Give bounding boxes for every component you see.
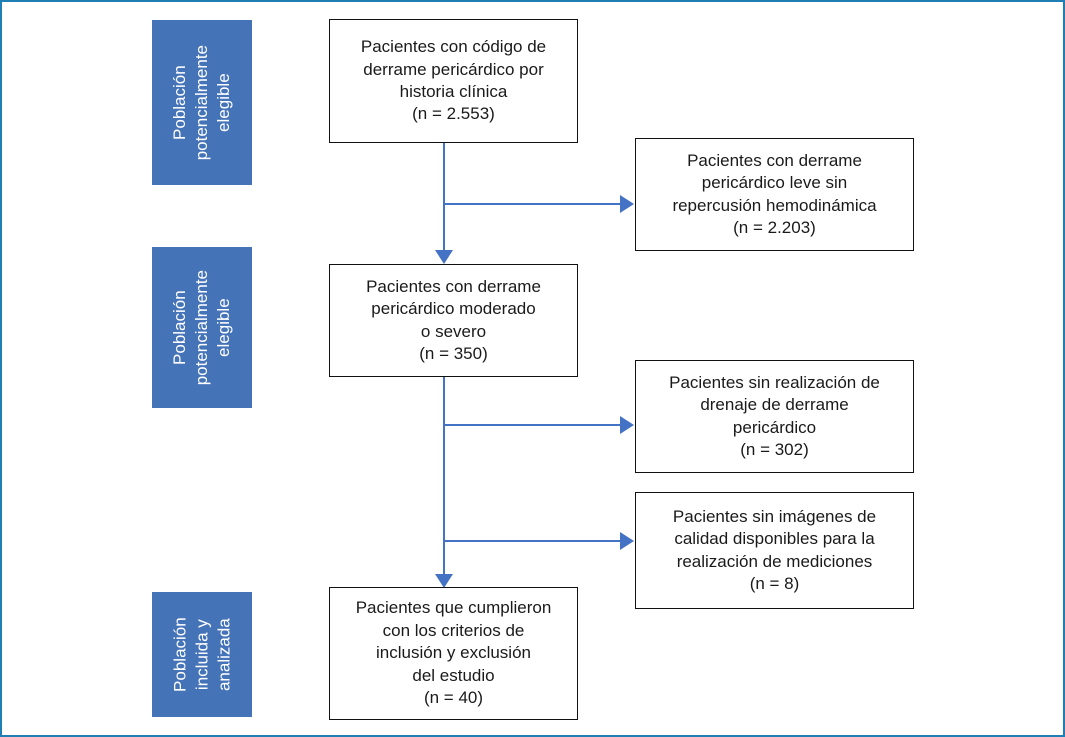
connector-branch-no-drainage bbox=[443, 424, 621, 426]
main-box-count: (n = 2.553) bbox=[412, 104, 495, 124]
stage-label-text: Población potencialmente elegible bbox=[169, 45, 234, 160]
arrow-down-to-included bbox=[435, 574, 453, 588]
exclusion-box-count: (n = 302) bbox=[740, 439, 809, 459]
stage-label-line-1: Población bbox=[170, 65, 190, 140]
main-box-line-3: o severo bbox=[420, 321, 487, 341]
exclusion-box-text: Pacientes sin realización de drenaje de … bbox=[646, 372, 903, 462]
stage-label-line-2: potencialmente bbox=[192, 269, 212, 386]
stage-label-line-3: analizada bbox=[213, 618, 233, 691]
stage-label-text: Población incluida y analizada bbox=[169, 617, 234, 692]
connector-trunk-1 bbox=[443, 142, 445, 250]
exclusion-box-no-drainage: Pacientes sin realización de drenaje de … bbox=[635, 360, 914, 473]
arrow-down-to-moderate-severe bbox=[435, 250, 453, 264]
exclusion-box-line-2: drenaje de derrame bbox=[700, 395, 849, 415]
main-box-text: Pacientes con derrame pericárdico modera… bbox=[340, 276, 567, 366]
connector-trunk-2 bbox=[443, 376, 445, 574]
exclusion-box-mild-effusion: Pacientes con derrame pericárdico leve s… bbox=[635, 138, 914, 251]
main-box-line-2: pericárdico moderado bbox=[371, 299, 536, 319]
stage-label-potentially-eligible-2: Población potencialmente elegible bbox=[152, 247, 252, 408]
stage-label-line-3: elegible bbox=[213, 73, 233, 132]
main-box-line-4: del estudio bbox=[412, 665, 495, 685]
arrow-right-to-mild-exclusion bbox=[620, 195, 634, 213]
main-box-included: Pacientes que cumplieron con los criteri… bbox=[329, 587, 578, 720]
exclusion-box-line-1: Pacientes con derrame bbox=[687, 150, 862, 170]
main-box-line-1: Pacientes que cumplieron bbox=[355, 598, 552, 618]
frame-border-left bbox=[0, 0, 2, 737]
exclusion-box-count: (n = 8) bbox=[749, 573, 800, 593]
main-box-count: (n = 40) bbox=[423, 688, 484, 708]
connector-branch-no-images bbox=[443, 540, 621, 542]
frame-border-right bbox=[1063, 0, 1065, 737]
main-box-line-3: historia clínica bbox=[399, 82, 508, 101]
stage-label-line-1: Población bbox=[170, 290, 190, 365]
stage-label-included-analyzed: Población incluida y analizada bbox=[152, 592, 252, 717]
exclusion-box-line-1: Pacientes sin realización de bbox=[669, 372, 880, 392]
exclusion-box-no-images: Pacientes sin imágenes de calidad dispon… bbox=[635, 492, 914, 609]
exclusion-box-line-2: calidad disponibles para la bbox=[674, 529, 875, 549]
stage-label-line-2: incluida y bbox=[192, 619, 212, 690]
main-box-count: (n = 350) bbox=[419, 343, 488, 363]
arrow-right-to-no-images-exclusion bbox=[620, 532, 634, 550]
main-box-line-2: con los criterios de bbox=[382, 620, 525, 640]
main-box-line-2: derrame pericárdico por bbox=[363, 59, 544, 79]
frame-border-bottom bbox=[0, 735, 1065, 737]
main-box-moderate-severe: Pacientes con derrame pericárdico modera… bbox=[329, 264, 578, 377]
main-box-text: Pacientes que cumplieron con los criteri… bbox=[340, 597, 567, 709]
exclusion-box-line-1: Pacientes sin imágenes de bbox=[672, 506, 877, 526]
connector-branch-mild bbox=[443, 203, 621, 205]
exclusion-box-line-3: pericárdico bbox=[732, 417, 817, 437]
stage-label-line-3: elegible bbox=[213, 298, 233, 357]
exclusion-box-line-3: realización de mediciones bbox=[676, 551, 873, 571]
stage-label-line-1: Población bbox=[170, 617, 190, 692]
exclusion-box-text: Pacientes con derrame pericárdico leve s… bbox=[646, 150, 903, 240]
frame-border-top bbox=[0, 0, 1065, 2]
main-box-line-3: inclusión y exclusión bbox=[376, 643, 531, 663]
exclusion-box-line-2: pericárdico leve sin bbox=[701, 173, 848, 193]
exclusion-box-line-3: repercusión hemodinámica bbox=[672, 195, 877, 215]
exclusion-box-count: (n = 2.203) bbox=[733, 217, 816, 237]
exclusion-box-text: Pacientes sin imágenes de calidad dispon… bbox=[646, 506, 903, 596]
main-box-line-1: Pacientes con código de bbox=[360, 37, 547, 57]
main-box-line-1: Pacientes con derrame bbox=[366, 276, 541, 296]
main-box-eligible-code: Pacientes con código de derrame pericárd… bbox=[329, 19, 578, 143]
stage-label-line-2: potencialmente bbox=[192, 44, 212, 161]
stage-label-text: Población potencialmente elegible bbox=[169, 270, 234, 385]
stage-label-potentially-eligible-1: Población potencialmente elegible bbox=[152, 20, 252, 185]
arrow-right-to-no-drainage-exclusion bbox=[620, 416, 634, 434]
main-box-text: Pacientes con código de derrame pericárd… bbox=[340, 36, 567, 126]
